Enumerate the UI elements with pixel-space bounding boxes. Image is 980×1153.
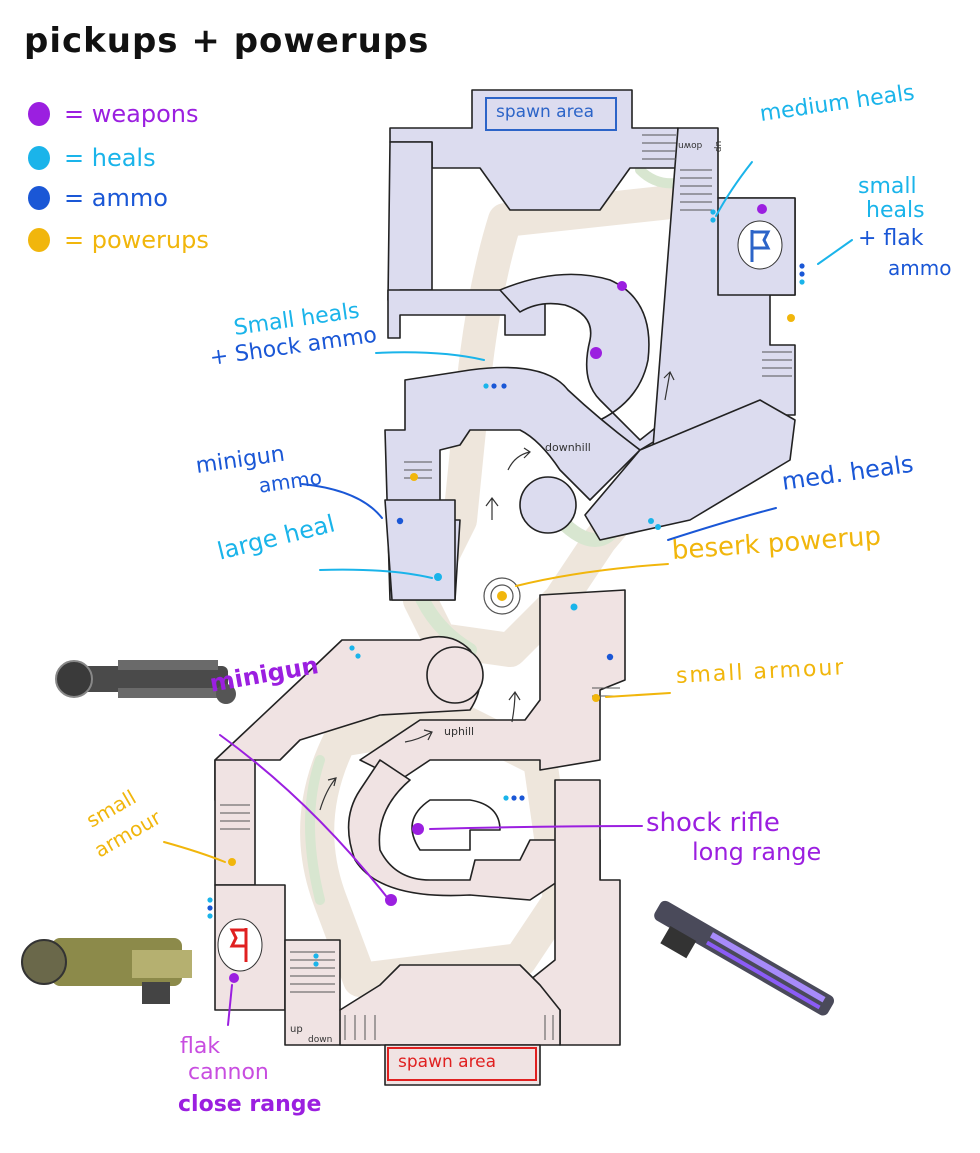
flag-room-blue (737, 220, 783, 270)
ammo-pickup (519, 795, 525, 801)
shock-rifle-icon (654, 900, 835, 1016)
heal-pickup (207, 913, 213, 919)
spawn-box-bottom (387, 1047, 537, 1081)
weapon-pickup (385, 894, 397, 906)
heal-dot-icon (28, 146, 50, 170)
weapon-pickup (229, 973, 239, 983)
powerup-pickup (228, 858, 236, 866)
legend-label: = weapons (64, 100, 199, 128)
legend-ammo: = ammo (28, 184, 168, 212)
heal-pickup (483, 383, 489, 389)
weapon-pickup (757, 204, 767, 214)
annotation-flak-1: flak (180, 1034, 221, 1059)
heal-pickup (648, 518, 654, 524)
annotation-flak-3: close range (178, 1092, 322, 1117)
ammo-pickup (207, 905, 213, 911)
legend-label: = ammo (64, 184, 168, 212)
ammo-pickup (501, 383, 507, 389)
heal-pickup (355, 653, 361, 659)
weapon-pickup (412, 823, 424, 835)
ammo-dot-icon (28, 186, 50, 210)
blue-base (384, 89, 796, 601)
powerup-pickup (787, 314, 795, 322)
page-title: pickups + powerups (24, 21, 430, 61)
annotation-small-heals-flak-2: heals (866, 198, 925, 223)
annotation-flak-2: cannon (188, 1060, 269, 1085)
stairs-label-down: down (678, 140, 703, 150)
spawn-box-top (485, 97, 617, 131)
heal-pickup (349, 645, 355, 651)
annotation-small-heals-flak-1: small (858, 174, 917, 199)
heal-pickup (710, 209, 716, 215)
ammo-pickup (396, 517, 404, 525)
leader-lines (163, 161, 853, 1026)
powerup-dot-icon (28, 228, 50, 252)
red-flag-icon (229, 928, 248, 962)
ammo-pickup (606, 653, 614, 661)
flak-cannon-icon (21, 938, 192, 1004)
legend-heals: = heals (28, 144, 156, 172)
legend-label: = powerups (64, 226, 209, 254)
heal-pickup (434, 573, 442, 581)
minigun-icon (55, 660, 236, 704)
heal-pickup (570, 603, 578, 611)
heal-pickup (503, 795, 509, 801)
ammo-pickup (511, 795, 517, 801)
direction-arrows (319, 370, 675, 811)
annotation-small-heals-flak-3: + flak (858, 226, 924, 251)
annotation-shock-rifle-1: shock rifle (646, 808, 780, 838)
downhill-label: downhill (545, 441, 591, 454)
powerup-pickup (410, 473, 418, 481)
weapon-pickup (590, 347, 602, 359)
annotation-small-heals-flak-4: ammo (888, 256, 952, 280)
heal-pickup (313, 953, 319, 959)
spawn-label-top: spawn area (496, 102, 595, 122)
heal-pickup (313, 961, 319, 967)
uphill-label: uphill (444, 725, 475, 738)
ammo-pickup (491, 383, 497, 389)
stairs-label-up-bottom: up (290, 1024, 303, 1035)
heal-pickup (655, 524, 661, 530)
spawn-label-bottom: spawn area (398, 1052, 497, 1072)
legend-weapons: = weapons (28, 100, 198, 128)
annotation-shock-rifle-2: long range (692, 838, 822, 866)
legend-label: = heals (64, 144, 156, 172)
powerup-pickup (592, 694, 600, 702)
stairs-label-up: up (713, 140, 724, 153)
ammo-pickup (799, 271, 805, 277)
pickups (207, 204, 805, 983)
heal-pickup (710, 217, 716, 223)
ammo-pickup (799, 263, 805, 269)
legend-powerups: = powerups (28, 226, 209, 254)
beserk-pad (483, 577, 521, 615)
weapon-pickup (617, 281, 627, 291)
powerup-pickup (497, 591, 507, 601)
heal-pickup (799, 279, 805, 285)
stairs-label-down-bottom: down (308, 1035, 333, 1045)
blue-flag-icon (750, 230, 771, 262)
weapon-dot-icon (28, 102, 50, 126)
heal-pickup (207, 897, 213, 903)
